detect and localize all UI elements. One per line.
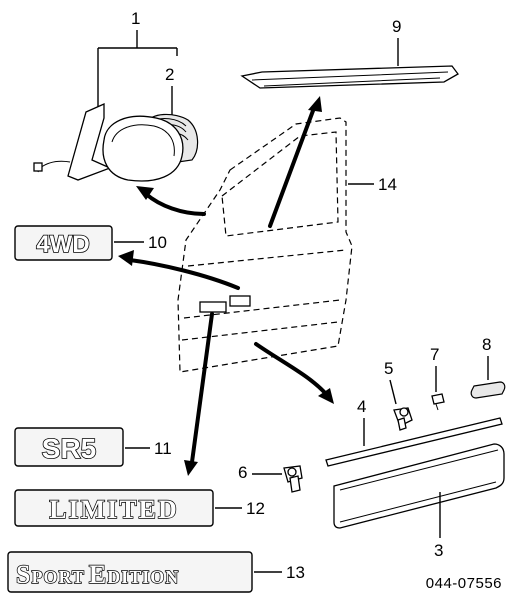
screw-7 [431, 393, 445, 411]
emblem-sr5-plate [14, 427, 124, 467]
callout-2: 2 [165, 65, 174, 84]
emblem-sr5: SR5 [42, 433, 96, 464]
arrow-to-side-moulding-head [318, 388, 334, 404]
emblem-13-s: S [16, 560, 31, 589]
callout-9: 9 [392, 17, 401, 36]
callout-1: 1 [131, 9, 140, 28]
callout-5: 5 [384, 359, 393, 378]
callout-5-leader [389, 379, 397, 405]
callout-6: 6 [238, 463, 247, 482]
callout-8: 8 [482, 335, 491, 354]
arrow-to-moulding [268, 106, 316, 228]
emblem-sport-edition-plate [7, 551, 253, 593]
side-moulding-strip [325, 417, 503, 467]
arrow-to-4wd-head [118, 250, 134, 266]
arrow-to-side-moulding [254, 342, 328, 396]
arrow-to-badges [190, 312, 214, 464]
front-door [177, 117, 353, 373]
arrow-to-4wd [128, 258, 240, 290]
clip-6 [283, 465, 303, 493]
callout-7: 7 [430, 345, 439, 364]
side-protector-moulding [333, 443, 505, 529]
callout-14: 14 [378, 175, 397, 194]
emblem-13-e: E [89, 560, 107, 589]
callout-12: 12 [246, 499, 265, 518]
arrow-to-mirror [144, 192, 206, 216]
arrow-to-moulding-head [308, 96, 322, 112]
emblem-4wd: 4WD [36, 231, 89, 258]
belt-moulding [240, 65, 459, 89]
emblem-limited: LIMITED [49, 495, 179, 524]
callout-4: 4 [357, 397, 366, 416]
emblem-4wd-plate [14, 225, 113, 261]
arrow-to-mirror-head [136, 186, 154, 200]
callout-13: 13 [286, 563, 305, 582]
callout-1-bracket [97, 30, 178, 108]
door-emblem-slot-1 [199, 301, 227, 313]
emblem-limited-plate [14, 489, 214, 527]
diagram-code: 044-07556 [426, 575, 502, 592]
clip-5 [393, 407, 413, 431]
emblem-13-port: PORT [31, 567, 84, 587]
emblem-13-dition: DITION [107, 567, 179, 587]
pad-8 [470, 381, 506, 399]
arrow-to-badges-head [184, 460, 198, 476]
door-emblem-slot-2 [229, 295, 251, 307]
callout-11: 11 [154, 439, 172, 458]
outside-mirror [33, 102, 199, 182]
callout-3: 3 [434, 541, 443, 560]
callout-10: 10 [148, 233, 167, 252]
